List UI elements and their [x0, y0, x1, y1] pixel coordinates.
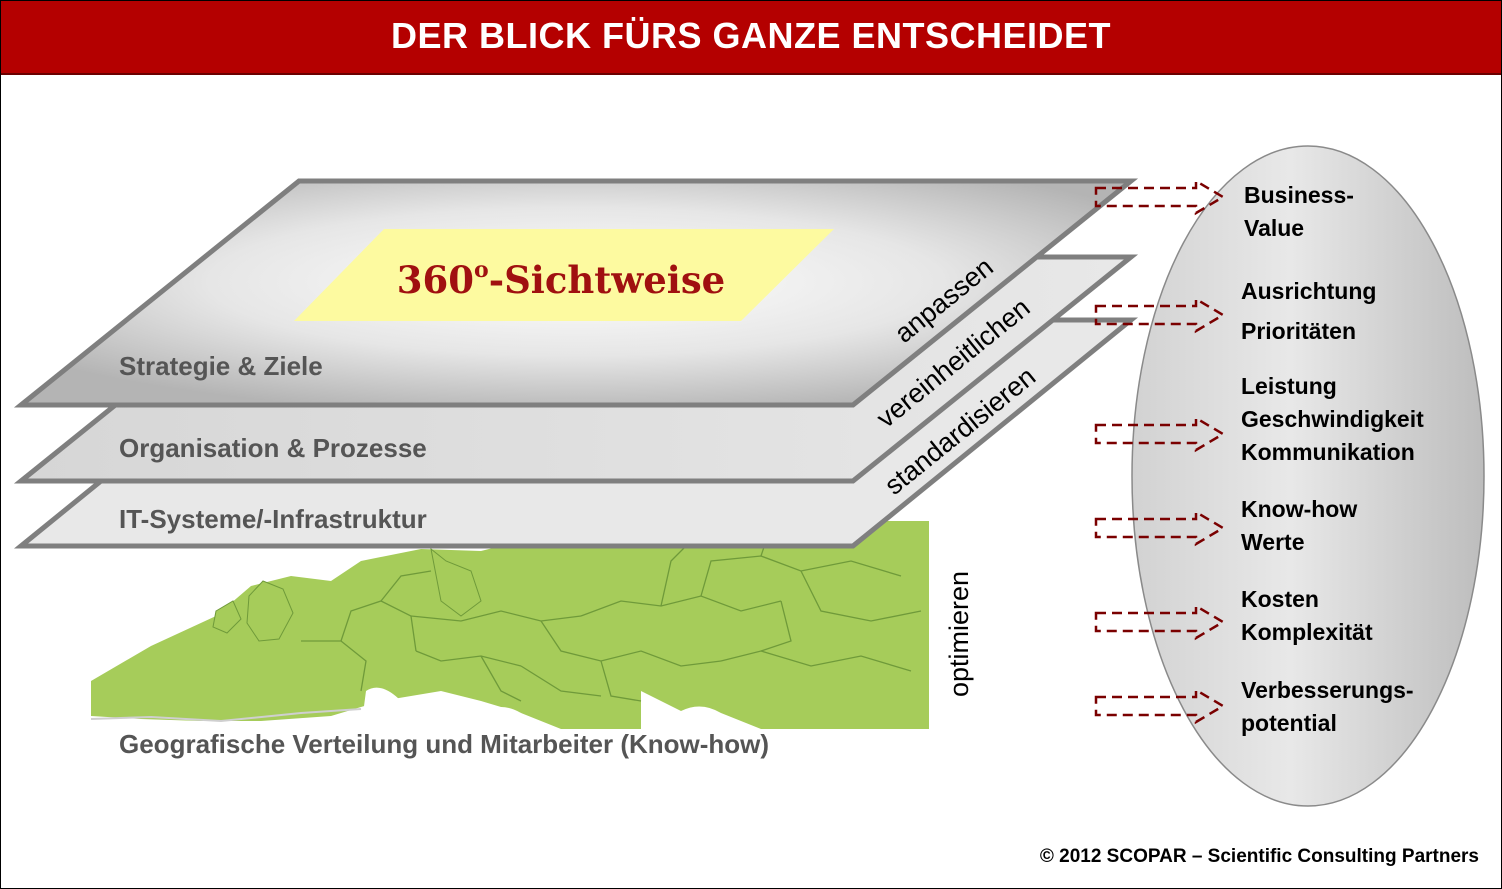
highlight-area	[294, 229, 834, 321]
outcome-line: Leistung	[1241, 373, 1337, 399]
arrow-1	[1094, 178, 1226, 216]
outcome-leistung: Leistung Geschwindigkeit Kommunikation	[1241, 370, 1424, 469]
outcome-line: Kommunikation	[1241, 439, 1415, 465]
outcome-business-value: Business- Value	[1244, 179, 1354, 245]
outcome-line: Know-how	[1241, 496, 1358, 522]
outcome-line: Verbesserungs-	[1241, 677, 1414, 703]
outcome-line: Business-	[1244, 182, 1354, 208]
map-land-west	[91, 531, 561, 729]
outcome-know-how: Know-how Werte	[1241, 493, 1357, 559]
outcome-line: Ausrichtung	[1241, 278, 1377, 304]
arrow-3	[1094, 415, 1226, 453]
outcome-line: Werte	[1241, 529, 1305, 555]
map-borders	[301, 525, 922, 702]
outcome-line: Komplexität	[1241, 619, 1373, 645]
arrow-6	[1094, 687, 1226, 725]
title-banner: DER BLICK FÜRS GANZE ENTSCHEIDET	[1, 1, 1501, 75]
arrows	[1094, 178, 1226, 725]
page-title: DER BLICK FÜRS GANZE ENTSCHEIDET	[390, 15, 1112, 56]
map-britain	[246, 580, 294, 642]
arrow-5	[1094, 603, 1226, 641]
outcome-line: potential	[1241, 710, 1337, 736]
layer-label-it: IT-Systeme/-Infrastruktur	[119, 504, 427, 534]
outcome-line: Prioritäten	[1241, 318, 1357, 344]
map-land-east	[561, 521, 929, 729]
arrow-2	[1094, 296, 1226, 334]
layer-label-strategie: Strategie & Ziele	[119, 351, 323, 381]
europe-map	[90, 521, 929, 729]
copyright-notice: © 2012 SCOPAR – Scientific Consulting Pa…	[1039, 846, 1479, 867]
outcome-oval	[1131, 145, 1485, 807]
outcome-line: Kosten	[1241, 586, 1319, 612]
verb-optimieren: optimieren	[944, 571, 974, 697]
outcome-verbesserung: Verbesserungs- potential	[1241, 674, 1414, 740]
arrow-4	[1094, 509, 1226, 547]
outcome-line: Geschwindigkeit	[1241, 406, 1424, 432]
base-label: Geografische Verteilung und Mitarbeiter …	[119, 729, 769, 759]
map-ireland	[212, 600, 242, 634]
map-sea	[361, 687, 541, 729]
highlight-label: 360o-Sichtweise	[397, 257, 725, 302]
outcome-line: Value	[1244, 215, 1305, 241]
outcome-kosten: Kosten Komplexität	[1241, 583, 1373, 649]
outcome-ausrichtung: Ausrichtung Prioritäten	[1241, 271, 1376, 351]
layer-label-organisation: Organisation & Prozesse	[119, 433, 427, 463]
